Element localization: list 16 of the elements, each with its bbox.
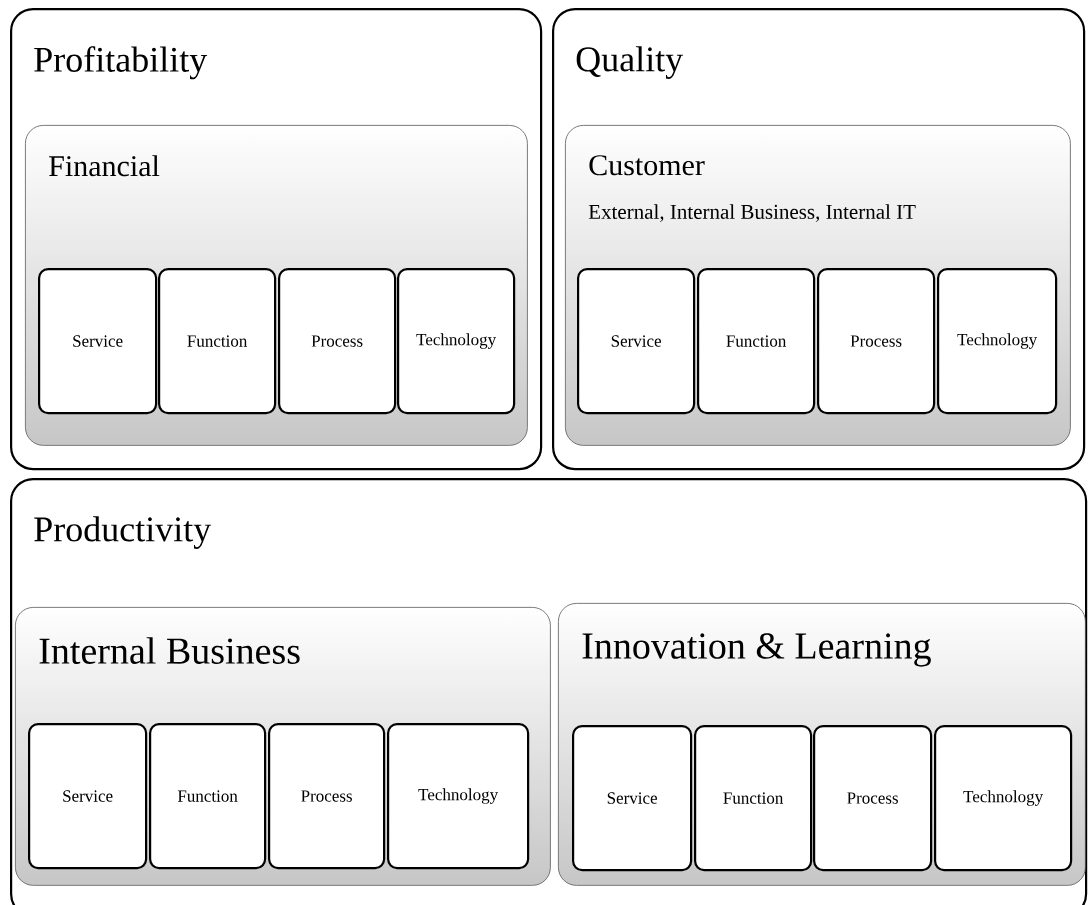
card: Technology bbox=[387, 723, 530, 870]
card: Service bbox=[38, 268, 158, 415]
card: Technology bbox=[937, 268, 1058, 415]
card: Function bbox=[158, 268, 277, 415]
card: Service bbox=[28, 723, 148, 870]
card: Process bbox=[268, 723, 386, 870]
card: Process bbox=[813, 725, 933, 872]
card: Technology bbox=[397, 268, 516, 415]
card: Service bbox=[577, 268, 696, 415]
card: Process bbox=[817, 268, 936, 415]
card: Function bbox=[149, 723, 267, 870]
card: Function bbox=[697, 268, 816, 415]
card: Technology bbox=[934, 725, 1073, 872]
card: Process bbox=[278, 268, 397, 415]
card: Function bbox=[694, 725, 813, 872]
card: Service bbox=[572, 725, 693, 872]
